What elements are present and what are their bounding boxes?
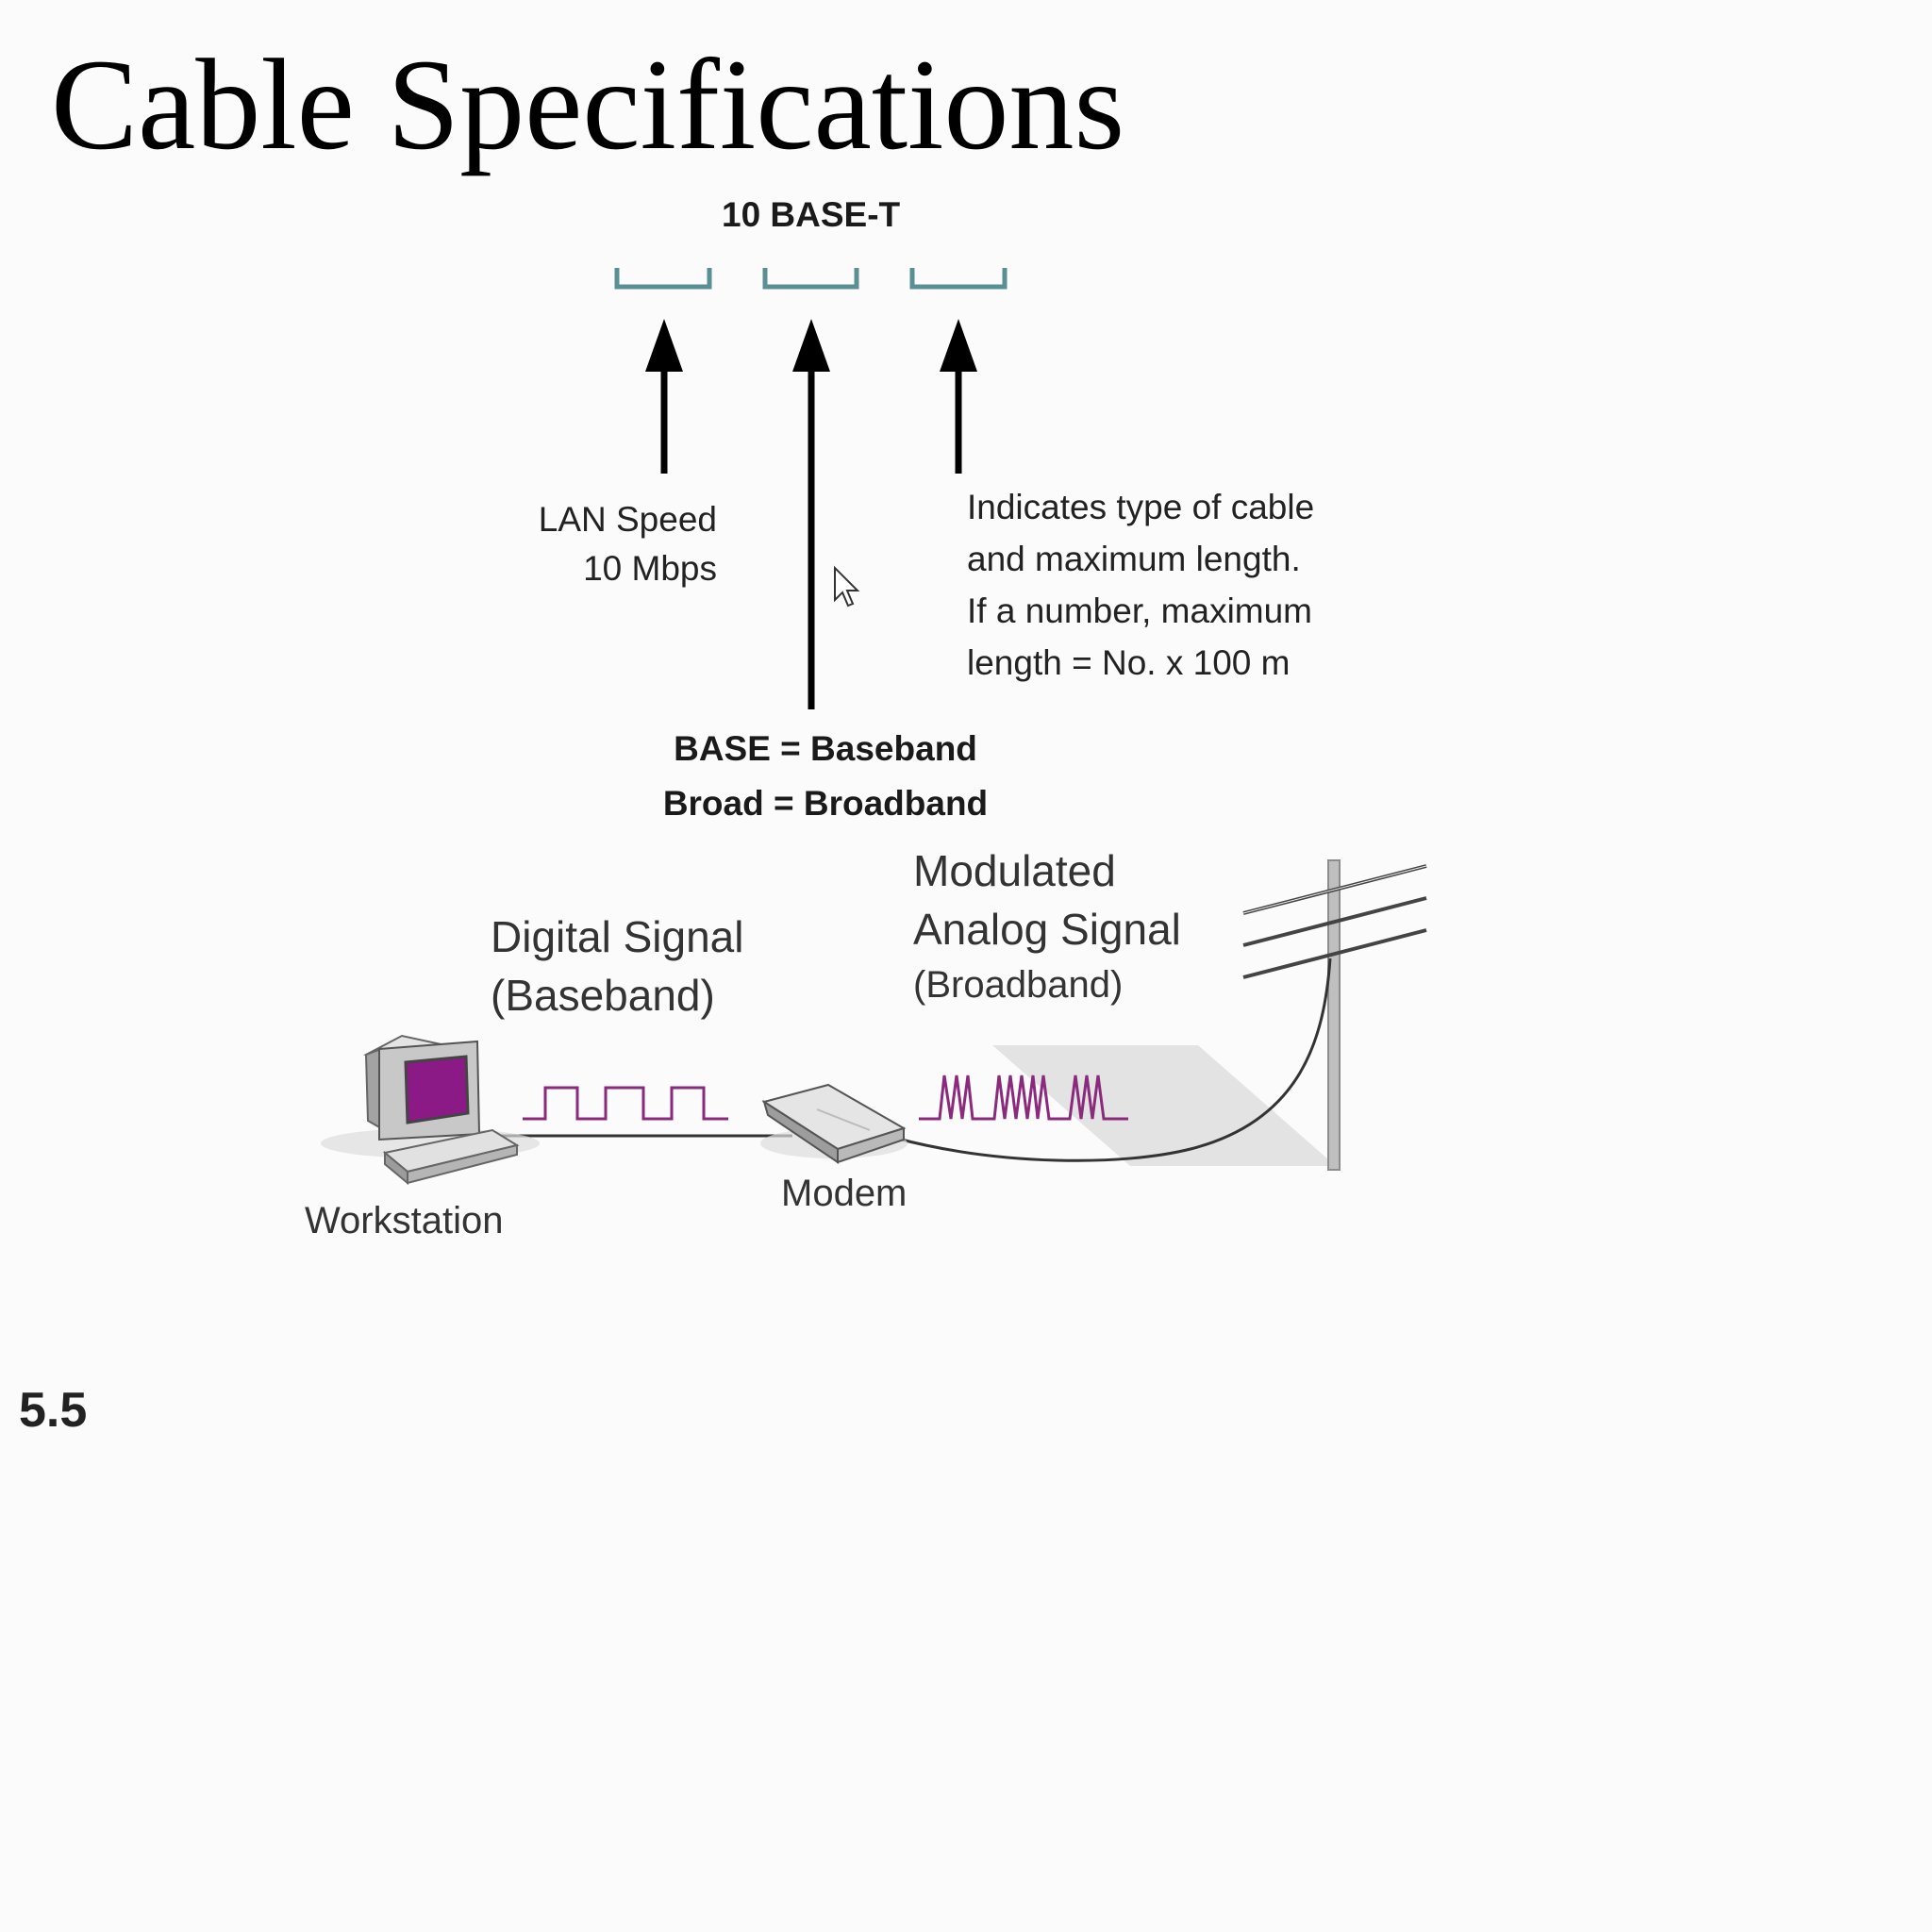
baseband-line: BASE = Baseband xyxy=(674,729,977,768)
modem-pole-cable xyxy=(893,958,1332,1162)
slide-number: 5.5 xyxy=(19,1383,88,1438)
cable-type-line-2: and maximum length. xyxy=(967,540,1301,578)
arrow-up-icon xyxy=(792,319,830,709)
signaling-annotation: BASE = Baseband Broad = Broadband xyxy=(623,722,1028,831)
cable-type-annotation: Indicates type of cable and maximum leng… xyxy=(967,481,1401,689)
utility-pole-icon xyxy=(992,859,1427,1171)
lan-speed-line-2: 10 Mbps xyxy=(583,549,717,588)
lan-speed-line-1: LAN Speed xyxy=(538,500,717,539)
arrow-up-icon xyxy=(940,319,977,474)
cable-type-line-1: Indicates type of cable xyxy=(967,488,1315,526)
modem-icon xyxy=(760,1083,908,1164)
cable-code-label: 10 BASE-T xyxy=(722,195,901,234)
bracket-speed xyxy=(614,268,712,290)
cables xyxy=(491,958,1332,1162)
digital-signal-line-1: Digital Signal xyxy=(491,912,744,961)
code-brackets xyxy=(614,268,1008,290)
analog-modulated-wave xyxy=(919,1074,1128,1121)
workstation-icon xyxy=(321,1034,540,1186)
lan-speed-annotation: LAN Speed 10 Mbps xyxy=(509,495,717,593)
cable-type-line-4: length = No. x 100 m xyxy=(967,643,1291,682)
mouse-cursor-icon xyxy=(834,565,860,608)
cable-type-line-3: If a number, maximum xyxy=(967,591,1313,630)
annotation-arrows xyxy=(645,319,977,709)
analog-signal-line-2: Analog Signal xyxy=(913,905,1181,954)
arrow-up-icon xyxy=(645,319,683,474)
workstation-label: Workstation xyxy=(305,1200,504,1241)
bracket-cable-type xyxy=(909,268,1008,290)
bracket-signaling xyxy=(762,268,859,290)
slide-title: Cable Specifications xyxy=(51,32,1125,176)
modem-label: Modem xyxy=(781,1173,908,1214)
analog-signal-label: Modulated Analog Signal (Broadband) xyxy=(913,841,1181,1011)
digital-signal-label: Digital Signal (Baseband) xyxy=(491,908,743,1024)
broadband-line: Broad = Broadband xyxy=(662,784,989,823)
digital-signal-line-2: (Baseband) xyxy=(491,971,715,1020)
analog-signal-line-1: Modulated xyxy=(913,846,1116,895)
digital-square-wave xyxy=(523,1086,728,1121)
analog-signal-line-3: (Broadband) xyxy=(913,964,1124,1006)
